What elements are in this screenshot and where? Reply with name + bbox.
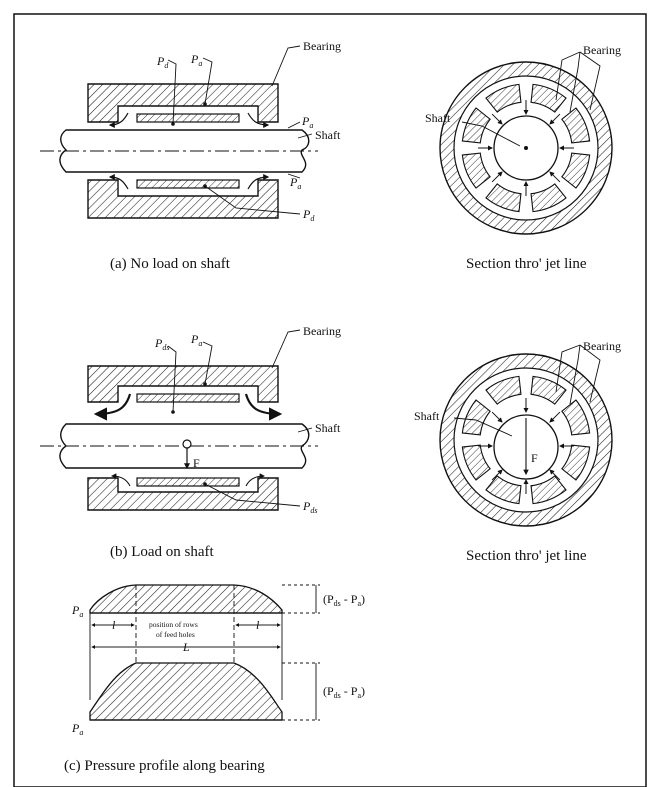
l-right-label: l <box>256 618 260 632</box>
lower-pressure-profile <box>89 662 283 721</box>
bearing-label-b: Bearing <box>303 324 341 338</box>
bearing-pocket <box>485 83 522 113</box>
bearing-pocket <box>485 475 522 505</box>
bearing-label-a: Bearing <box>303 39 341 53</box>
pressure-arrow <box>491 113 503 125</box>
feed-note-line-1: position of rows <box>149 620 198 629</box>
lower-housing-b <box>87 477 279 511</box>
section-caption-b: Section thro' jet line <box>466 548 587 564</box>
section-shaft-label-a: Shaft <box>425 111 451 125</box>
pressure-arrow <box>549 171 561 183</box>
lower-housing <box>87 179 279 219</box>
bearing-pocket <box>530 475 567 505</box>
pressure-arrow <box>549 113 561 125</box>
bearing-pocket <box>530 183 567 213</box>
lower-pad-b <box>136 477 240 487</box>
pd-label-top: Pd <box>156 54 169 70</box>
panel-c-pressure-profile <box>89 584 320 721</box>
pa-label-right-upper: Pa <box>301 114 313 130</box>
pa-label-right-lower: Pa <box>289 175 301 191</box>
bearing-pocket <box>561 107 591 144</box>
l-left-label: l <box>112 618 116 632</box>
pressure-arrow <box>549 411 561 423</box>
bearing-pocket <box>530 375 567 405</box>
bearing-pocket <box>461 399 491 436</box>
feed-note-line-2: of feed holes <box>156 630 195 639</box>
pa-label-c-top: Pa <box>71 603 83 619</box>
pds-label-bottom: Pds <box>302 499 317 515</box>
bearing-pocket <box>485 183 522 213</box>
pa-label-top-b: Pa <box>190 332 202 348</box>
upper-pressure-diff: (Pds - Pa) <box>323 592 365 608</box>
pd-label-bottom: Pd <box>302 207 315 223</box>
pressure-arrow <box>549 469 561 481</box>
bearing-pocket <box>561 152 591 189</box>
bearing-pocket <box>461 444 491 481</box>
lower-pad <box>136 179 240 189</box>
L-total-label: L <box>182 640 190 654</box>
section-force-label-b: F <box>531 451 538 465</box>
force-label-b: F <box>193 456 200 470</box>
shaft-label-b: Shaft <box>315 421 341 435</box>
section-shaft-label-b: Shaft <box>414 409 440 423</box>
bearing-pocket <box>561 444 591 481</box>
lower-pressure-diff: (Pds - Pa) <box>323 684 365 700</box>
pa-label-c-bottom: Pa <box>71 721 83 737</box>
section-bearing-label-a: Bearing <box>583 43 621 57</box>
pressure-arrow <box>491 171 503 183</box>
pressure-arrow <box>491 411 503 423</box>
section-caption-a: Section thro' jet line <box>466 256 587 272</box>
section-view-b <box>439 344 613 527</box>
pa-label-top: Pa <box>190 52 202 68</box>
bearing-pocket <box>530 83 567 113</box>
upper-housing-b <box>87 365 279 403</box>
caption-c: (c) Pressure profile along bearing <box>64 758 265 774</box>
panel-a-side-view <box>40 45 318 219</box>
caption-a: (a) No load on shaft <box>110 256 231 272</box>
bearing-pocket <box>461 152 491 189</box>
bearing-pocket <box>461 107 491 144</box>
caption-b: (b) Load on shaft <box>110 544 215 560</box>
panel-b-side-view <box>40 329 318 511</box>
shaft-label-a: Shaft <box>315 128 341 142</box>
upper-housing <box>87 83 279 123</box>
section-view-a <box>439 51 613 235</box>
upper-pad-b <box>136 393 240 403</box>
bearing-pocket <box>561 399 591 436</box>
bearing-pocket <box>485 375 522 405</box>
pressure-arrow <box>491 469 503 481</box>
section-bearing-label-b: Bearing <box>583 339 621 353</box>
pds-label-top: Pds <box>154 336 169 352</box>
figure-border <box>13 13 647 787</box>
upper-pressure-profile <box>89 584 283 614</box>
upper-pad <box>136 113 240 123</box>
